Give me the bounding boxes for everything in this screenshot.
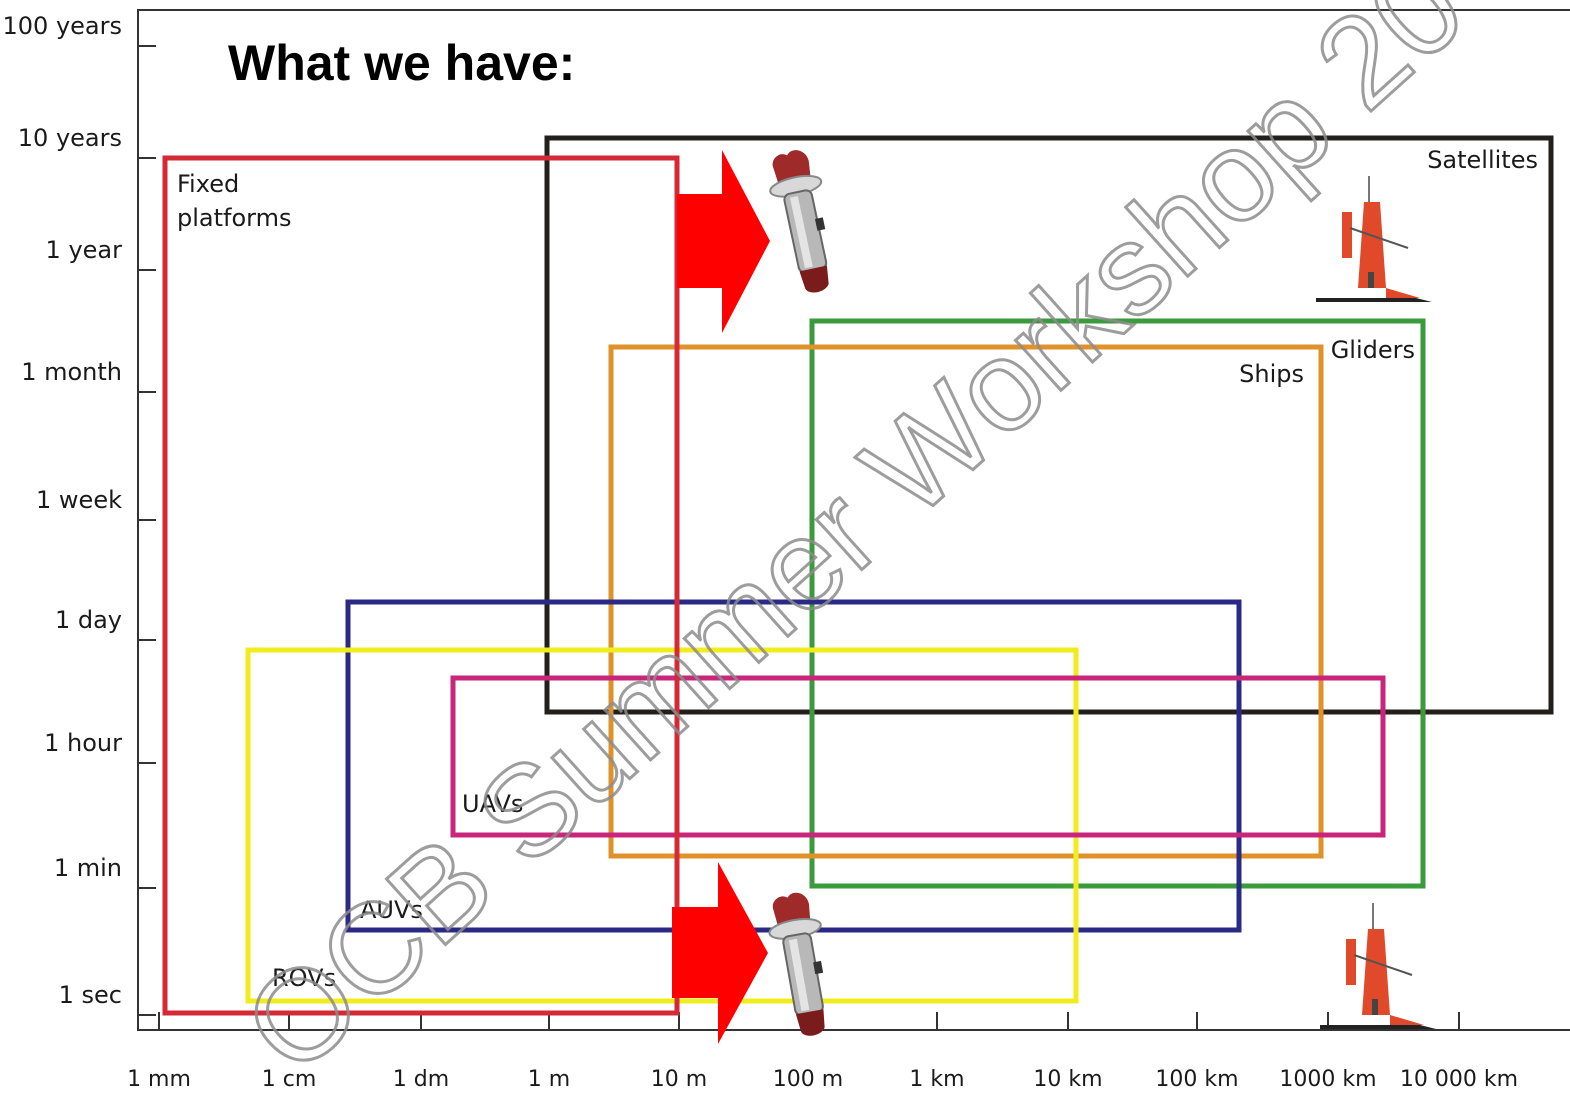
y-axis-ticks: 100 years 10 years 1 year 1 month 1 week 1 da…: [3, 12, 156, 1016]
x-tick-label: 1 dm: [393, 1067, 449, 1091]
x-tick-label: 10 m: [651, 1067, 707, 1091]
arrow-right-icon: [677, 150, 770, 333]
y-tick-label: 1 year: [46, 236, 123, 264]
y-tick-label: 100 years: [3, 12, 122, 40]
y-tick-label: 1 hour: [44, 729, 122, 757]
y-tick-label: 1 month: [21, 358, 122, 386]
platform-label-auvs: AUVs: [360, 896, 423, 924]
platform-box-satellites: [544, 135, 1554, 715]
x-axis-ticks: 1 mm 1 cm 1 dm 1 m 10 m 100 m 1 km 10 km 100 km 1…: [127, 1012, 1518, 1092]
saildrone-icon: [1315, 175, 1433, 303]
y-tick-label: 1 week: [36, 486, 122, 514]
platform-label-satellites: Satellites: [1427, 146, 1538, 174]
x-tick-label: 1000 km: [1279, 1067, 1376, 1091]
platform-label-ships: Ships: [1239, 360, 1304, 388]
float-icon: [761, 145, 845, 299]
y-tick-label: 10 years: [18, 124, 122, 152]
x-tick-label: 100 km: [1155, 1067, 1238, 1091]
x-tick-label: 1 cm: [262, 1067, 317, 1091]
arrow-right-icon: [672, 862, 768, 1044]
float-icon: [762, 888, 841, 1041]
platform-box-uavs: [450, 675, 1386, 838]
platform-box-rovs: [245, 647, 1079, 1004]
y-tick-label: 1 min: [54, 854, 122, 882]
x-tick-label: 10 km: [1033, 1067, 1102, 1091]
x-tick-label: 1 km: [909, 1067, 964, 1091]
x-tick-label: 10 000 km: [1400, 1067, 1518, 1091]
slide-title: What we have:: [228, 35, 576, 91]
platform-box-fixed-platforms: [162, 155, 680, 1016]
platform-label-uavs: UAVs: [462, 790, 523, 818]
x-tick-label: 1 m: [528, 1067, 570, 1091]
platform-rectangles: [162, 135, 1554, 1016]
platform-label-rovs: ROVs: [272, 964, 336, 992]
y-tick-label: 1 day: [55, 606, 122, 634]
saildrone-icon: [1319, 902, 1437, 1030]
x-tick-label: 100 m: [773, 1067, 843, 1091]
watermark-text: OCB Summer Workshop 20: [218, 0, 1491, 1091]
x-tick-label: 1 mm: [127, 1067, 191, 1091]
platform-label-gliders: Gliders: [1331, 336, 1415, 364]
y-tick-label: 1 sec: [59, 981, 122, 1009]
